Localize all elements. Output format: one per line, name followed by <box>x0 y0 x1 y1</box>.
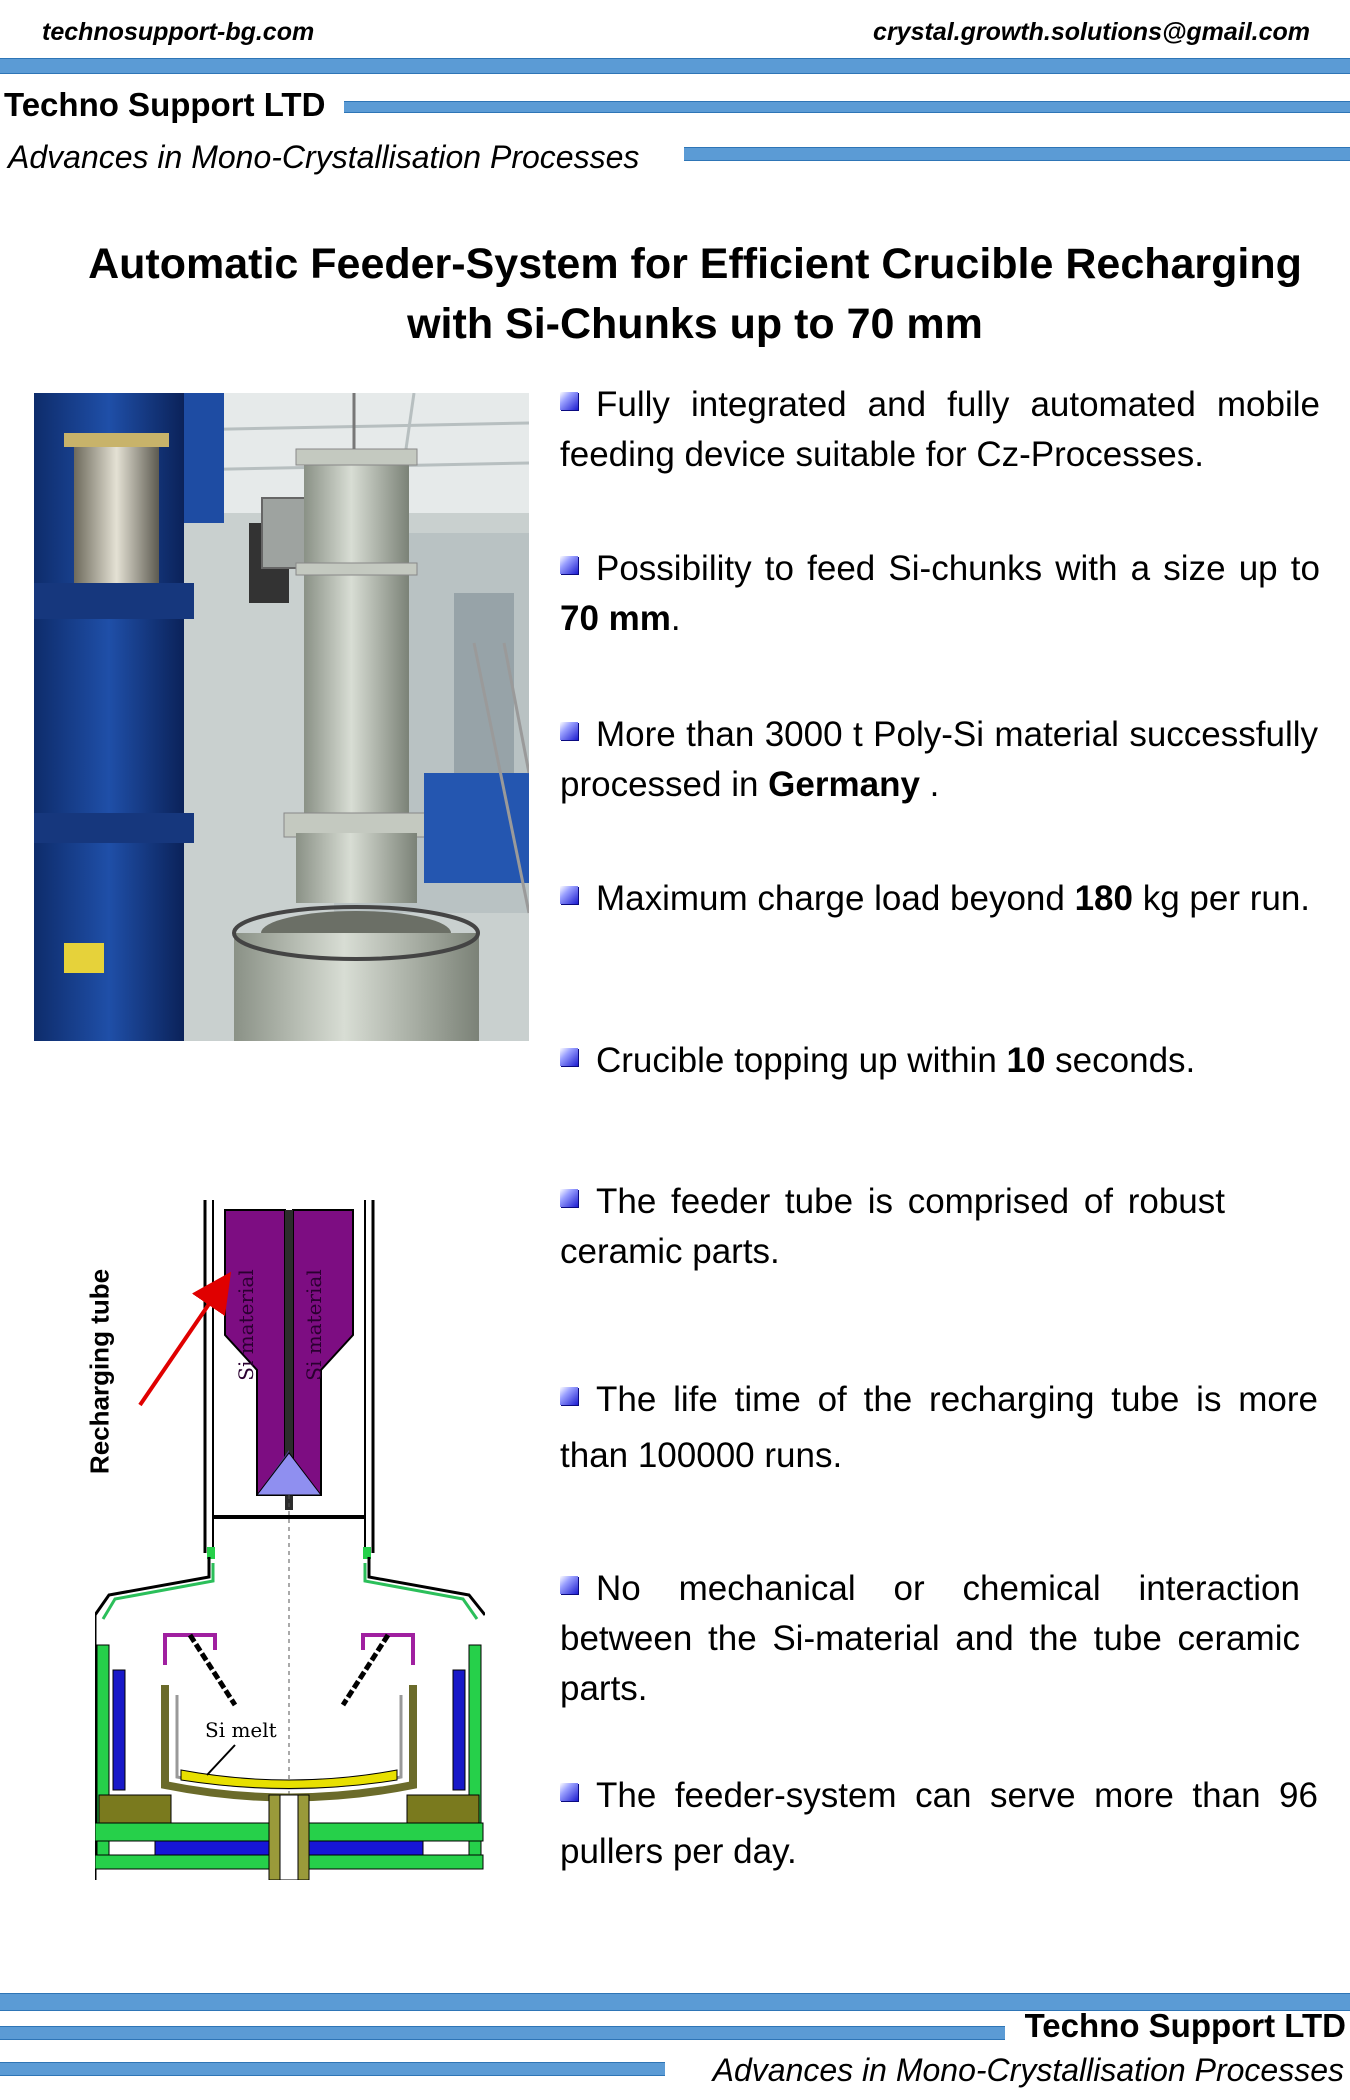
page-title: Automatic Feeder-System for Efficient Cr… <box>60 234 1330 354</box>
bullet-fully-integrated: Fully integrated and fully automated mob… <box>560 385 1320 474</box>
bullet-square-icon <box>560 556 578 574</box>
diagram-si-melt-label: Si melt <box>205 1718 277 1742</box>
bullet-no-interaction: No mechanical or chemical interaction be… <box>560 1569 1300 1708</box>
recharging-tube-arrow <box>138 1271 232 1407</box>
bullet-square-icon <box>560 1576 578 1594</box>
header-company-name: Techno Support LTD <box>4 86 326 123</box>
bullet-square-icon <box>560 1048 578 1066</box>
bullet-ceramic-parts: The feeder tube is comprised of robust c… <box>560 1182 1225 1271</box>
footer-company-name: Techno Support LTD <box>1024 2007 1346 2044</box>
footer-tagline: Advances in Mono-Crystallisation Process… <box>712 2052 1344 2088</box>
bullet-pullers-per-day: The feeder-system can serve more than 96… <box>560 1776 1318 1871</box>
bullet-life-time: The life time of the recharging tube is … <box>560 1380 1318 1475</box>
bullet-square-icon <box>560 886 578 904</box>
bullet-square-icon <box>560 1189 578 1207</box>
bullet-square-icon <box>560 1783 578 1801</box>
recharging-tube-diagram: Si material Si material Si melt <box>85 1195 487 1915</box>
page-title-line1: Automatic Feeder-System for Efficient Cr… <box>88 240 1302 288</box>
footer-rule-1 <box>0 1993 1350 2011</box>
diagram-recharging-tube-label: Recharging tube <box>84 1268 115 1475</box>
diagram-drawing: Si material Si material Si melt <box>93 1200 487 1915</box>
header-rule <box>0 58 1350 74</box>
diagram-si-material-left: Si material <box>234 1269 258 1381</box>
feeder-system-photo <box>34 393 529 1041</box>
header-tagline: Advances in Mono-Crystallisation Process… <box>8 139 640 175</box>
bullet-charge-load: Maximum charge load beyond 180 kg per ru… <box>560 874 1322 924</box>
header-company-rule <box>344 101 1350 113</box>
bullet-processed-germany: More than 3000 t Poly-Si material succes… <box>560 715 1318 804</box>
email-link[interactable]: crystal.growth.solutions@gmail.com <box>873 18 1310 46</box>
header-tagline-rule <box>684 147 1350 161</box>
footer-rule-3 <box>0 2062 665 2076</box>
feeder-photo-illustration <box>34 393 529 1041</box>
bullet-chunk-size: Possibility to feed Si-chunks with a siz… <box>560 549 1320 638</box>
bullet-square-icon <box>560 1387 578 1405</box>
website-link[interactable]: technosupport-bg.com <box>42 18 315 46</box>
page-title-line2: with Si-Chunks up to 70 mm <box>407 300 983 348</box>
bullet-square-icon <box>560 392 578 410</box>
diagram-si-material-right: Si material <box>302 1269 326 1381</box>
bullet-square-icon <box>560 722 578 740</box>
bullet-topping-up: Crucible topping up within 10 seconds. <box>560 1036 1322 1086</box>
footer-rule-2 <box>0 2026 1005 2040</box>
